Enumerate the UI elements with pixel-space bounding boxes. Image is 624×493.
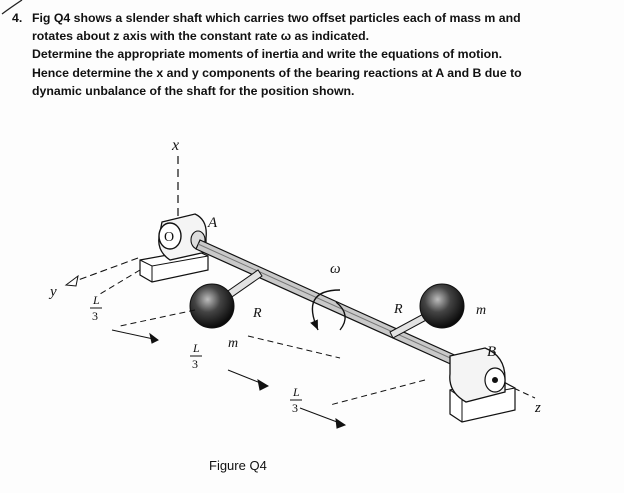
mass-1-ball xyxy=(189,283,235,329)
margin-mark xyxy=(1,0,23,15)
length-label-3: L 3 xyxy=(290,385,302,415)
dimension-lines xyxy=(99,269,426,429)
x-axis-label: x xyxy=(171,137,179,154)
question-line-1: 4.Fig Q4 shows a slender shaft which car… xyxy=(12,9,612,27)
length-2-numerator: L xyxy=(192,341,200,355)
bearing-b xyxy=(449,347,506,403)
question-line-2: rotates about z axis with the constant r… xyxy=(32,29,370,44)
mass-2-label: m xyxy=(476,303,486,318)
origin-label: O xyxy=(164,230,174,245)
rotation-arrow xyxy=(310,289,346,331)
question-line-5: dynamic unbalance of the shaft for the p… xyxy=(32,83,355,98)
bearing-a-label: A xyxy=(207,215,218,231)
radius-2-label: R xyxy=(393,302,403,317)
figure-caption: Figure Q4 xyxy=(209,458,267,473)
mass-1-label: m xyxy=(228,336,238,351)
z-axis-label: z xyxy=(534,400,541,416)
length-3-numerator: L xyxy=(292,385,300,399)
omega-label: ω xyxy=(330,261,341,277)
question-number: 4. xyxy=(12,11,23,25)
y-axis-line xyxy=(64,257,139,287)
bearing-a-support xyxy=(139,249,209,283)
question-line-4: Hence determine the x and y components o… xyxy=(32,65,522,80)
question-line-3: Determine the appropriate moments of ine… xyxy=(32,47,503,62)
length-label-1: L 3 xyxy=(90,293,102,323)
length-1-numerator: L xyxy=(92,293,100,307)
length-2-denominator: 3 xyxy=(192,357,198,371)
length-1-denominator: 3 xyxy=(92,309,98,323)
mass-2-ball xyxy=(419,283,465,329)
radius-1-label: R xyxy=(252,306,262,321)
length-3-denominator: 3 xyxy=(292,401,298,415)
bearing-b-label: B xyxy=(487,344,496,360)
y-axis-label: y xyxy=(48,284,57,300)
question-text: 4.Fig Q4 shows a slender shaft which car… xyxy=(12,9,612,100)
length-label-2: L 3 xyxy=(190,341,202,371)
